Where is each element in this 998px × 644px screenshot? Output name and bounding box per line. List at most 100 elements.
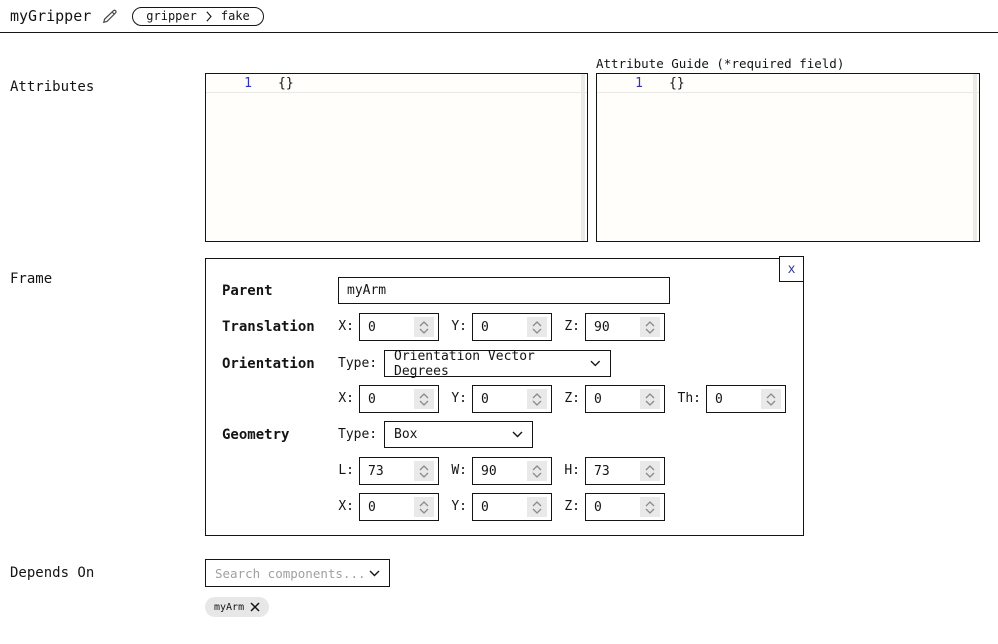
orientation-z-value: 0 xyxy=(594,391,602,407)
translation-x-label: X: xyxy=(338,319,354,334)
attributes-json-editor[interactable]: 1 {} xyxy=(205,73,588,242)
editor-active-line: 1 {} xyxy=(206,74,587,93)
dependency-chip: myArm xyxy=(205,597,270,617)
translation-y-label: Y: xyxy=(451,319,467,334)
geometry-z-input[interactable]: 0 xyxy=(585,493,665,521)
chevron-down-icon xyxy=(369,570,380,576)
line-number: 1 xyxy=(635,75,643,91)
translation-z-label: Z: xyxy=(564,319,580,334)
stepper-arrows-icon[interactable] xyxy=(414,317,434,337)
stepper-arrows-icon[interactable] xyxy=(527,497,547,517)
geometry-type-select[interactable]: Box xyxy=(384,421,533,448)
stepper-arrows-icon[interactable] xyxy=(414,461,434,481)
orientation-type-select[interactable]: Orientation Vector Degrees xyxy=(384,348,611,379)
orientation-z-input[interactable]: 0 xyxy=(585,385,665,413)
translation-x-field: X: 0 xyxy=(338,313,439,341)
orientation-z-label: Z: xyxy=(564,391,580,406)
orientation-type-label: Type: xyxy=(338,356,378,371)
geometry-z-value: 0 xyxy=(594,499,602,515)
orientation-y-input[interactable]: 0 xyxy=(472,385,552,413)
editor-content: {} xyxy=(669,75,685,91)
orientation-th-input[interactable]: 0 xyxy=(706,385,786,413)
geometry-l-field: L: 73 xyxy=(338,457,439,485)
editor-scrollbar[interactable] xyxy=(973,74,977,241)
geometry-y-input[interactable]: 0 xyxy=(472,493,552,521)
parent-input[interactable]: myArm xyxy=(338,277,670,304)
geometry-y-value: 0 xyxy=(481,499,489,515)
geometry-h-label: H: xyxy=(564,463,580,478)
orientation-x-label: X: xyxy=(338,391,354,406)
editor-content: {} xyxy=(278,75,294,91)
dependency-chip-label: myArm xyxy=(214,601,245,613)
frame-section-label: Frame xyxy=(10,271,53,287)
orientation-y-field: Y: 0 xyxy=(451,385,552,413)
remove-dependency-icon[interactable] xyxy=(250,602,260,612)
geometry-y-field: Y: 0 xyxy=(451,493,552,521)
geometry-x-label: X: xyxy=(338,499,354,514)
editor-active-line: 1 {} xyxy=(597,74,979,93)
stepper-arrows-icon[interactable] xyxy=(527,389,547,409)
stepper-arrows-icon[interactable] xyxy=(761,389,781,409)
chevron-down-icon xyxy=(512,431,523,438)
stepper-arrows-icon[interactable] xyxy=(414,389,434,409)
translation-z-value: 90 xyxy=(594,319,610,335)
orientation-z-field: Z: 0 xyxy=(564,385,665,413)
stepper-arrows-icon[interactable] xyxy=(640,497,660,517)
parent-row-label: Parent xyxy=(222,283,273,299)
geometry-l-value: 73 xyxy=(368,463,384,479)
component-model: fake xyxy=(220,9,250,23)
editor-scrollbar[interactable] xyxy=(581,74,585,241)
geometry-h-value: 73 xyxy=(594,463,610,479)
stepper-arrows-icon[interactable] xyxy=(640,317,660,337)
translation-y-value: 0 xyxy=(481,319,489,335)
geometry-x-field: X: 0 xyxy=(338,493,439,521)
translation-y-field: Y: 0 xyxy=(451,313,552,341)
geometry-type-label: Type: xyxy=(338,427,378,442)
geometry-w-input[interactable]: 90 xyxy=(472,457,552,485)
translation-z-field: Z: 90 xyxy=(564,313,665,341)
stepper-arrows-icon[interactable] xyxy=(640,389,660,409)
orientation-th-label: Th: xyxy=(677,391,701,406)
edit-name-icon[interactable] xyxy=(102,9,117,24)
attributes-section-label: Attributes xyxy=(10,79,95,95)
translation-y-input[interactable]: 0 xyxy=(472,313,552,341)
orientation-x-value: 0 xyxy=(368,391,376,407)
geometry-x-value: 0 xyxy=(368,499,376,515)
orientation-th-value: 0 xyxy=(715,391,723,407)
geometry-h-field: H: 73 xyxy=(564,457,665,485)
stepper-arrows-icon[interactable] xyxy=(414,497,434,517)
translation-row-label: Translation xyxy=(222,319,315,335)
geometry-type-value: Box xyxy=(394,427,418,442)
depends-on-search-select[interactable]: Search components... xyxy=(205,559,390,587)
orientation-y-label: Y: xyxy=(451,391,467,406)
geometry-y-label: Y: xyxy=(451,499,467,514)
chevron-right-icon xyxy=(206,10,212,22)
orientation-row-label: Orientation xyxy=(222,356,315,372)
geometry-l-label: L: xyxy=(338,463,354,478)
attribute-guide-editor[interactable]: 1 {} xyxy=(596,73,980,242)
component-header: myGripper gripper fake xyxy=(0,0,998,33)
depends-on-section-label: Depends On xyxy=(10,565,95,581)
orientation-x-input[interactable]: 0 xyxy=(359,385,439,413)
orientation-y-value: 0 xyxy=(481,391,489,407)
translation-x-input[interactable]: 0 xyxy=(359,313,439,341)
orientation-type-value: Orientation Vector Degrees xyxy=(394,348,535,379)
geometry-h-input[interactable]: 73 xyxy=(585,457,665,485)
translation-z-input[interactable]: 90 xyxy=(585,313,665,341)
geometry-l-input[interactable]: 73 xyxy=(359,457,439,485)
component-name: myGripper xyxy=(10,7,92,25)
frame-close-button[interactable]: x xyxy=(779,256,804,282)
geometry-w-value: 90 xyxy=(481,463,497,479)
attribute-guide-label: Attribute Guide (*required field) xyxy=(596,56,845,71)
orientation-x-field: X: 0 xyxy=(338,385,439,413)
chevron-down-icon xyxy=(590,360,601,367)
stepper-arrows-icon[interactable] xyxy=(527,461,547,481)
stepper-arrows-icon[interactable] xyxy=(527,317,547,337)
geometry-x-input[interactable]: 0 xyxy=(359,493,439,521)
parent-value: myArm xyxy=(347,283,387,298)
stepper-arrows-icon[interactable] xyxy=(640,461,660,481)
translation-x-value: 0 xyxy=(368,319,376,335)
line-number: 1 xyxy=(244,75,252,91)
geometry-row-label: Geometry xyxy=(222,427,290,443)
type-model-badge[interactable]: gripper fake xyxy=(132,6,264,26)
